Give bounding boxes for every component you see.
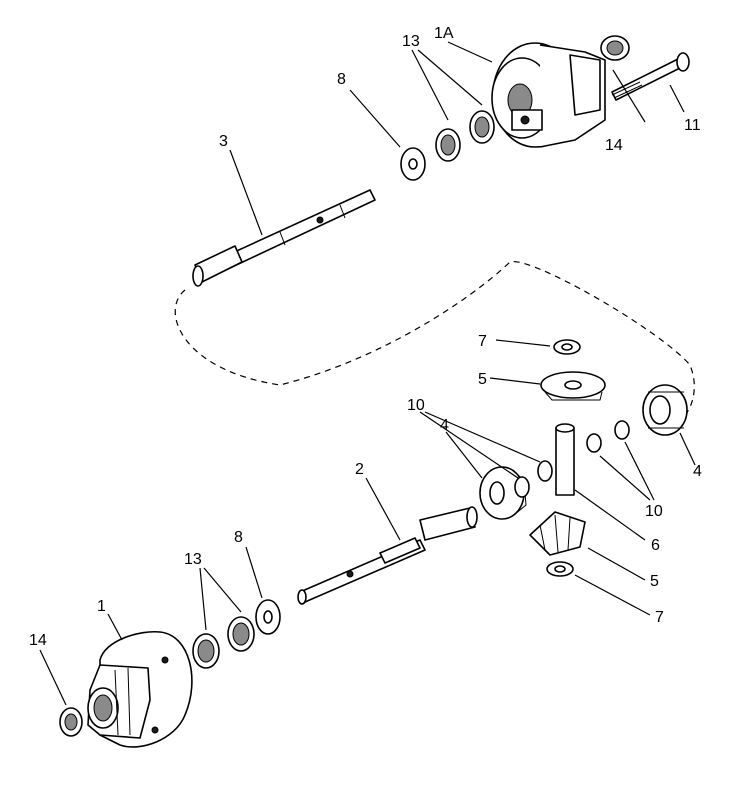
callout-5-bottom: 5 [650,573,659,590]
callout-3: 3 [219,133,228,150]
shaft-3 [192,189,376,287]
bushing-14-bottom [59,707,83,737]
callout-1a: 1A [434,25,454,42]
callout-8-top: 8 [337,71,346,88]
callout-7-bottom: 7 [655,609,664,626]
callout-13-bottom: 13 [184,551,202,568]
washer-7-bottom [546,561,574,577]
callout-10-top: 10 [407,397,425,414]
callout-14-top: 14 [605,137,623,154]
gear-4-left [479,466,527,520]
callout-4-right: 4 [693,463,702,480]
callout-8-bottom: 8 [234,529,243,546]
callout-1: 1 [97,598,106,615]
housing-1a [491,42,606,148]
pin-6 [555,423,575,496]
washer-8-top [400,147,426,181]
gear-4-right [642,384,688,436]
gear-5-top [540,371,606,401]
callout-11: 11 [684,117,701,134]
gear-5-bottom [529,511,586,556]
washer-8-bottom [255,599,281,635]
callout-5-top: 5 [478,371,487,388]
bolt-11 [611,52,690,101]
washer-7-top [553,339,581,355]
callout-2: 2 [355,461,364,478]
washers-10-left [514,460,553,498]
shaft-2 [297,506,478,605]
bearings-13-top [435,110,495,162]
callout-4-left: 4 [440,417,449,434]
callout-14-bottom: 14 [29,632,47,649]
callout-10-bottom: 10 [645,503,663,520]
housing-1 [87,630,193,748]
callout-7-top: 7 [478,333,487,350]
bearings-13-bottom [192,616,255,669]
washers-10-right [586,420,630,453]
leader-lines [39,41,696,706]
callout-13-top: 13 [402,33,420,50]
callout-6: 6 [651,537,660,554]
bushing-14-top [600,35,630,61]
dashed-assembly-outline [174,261,695,416]
